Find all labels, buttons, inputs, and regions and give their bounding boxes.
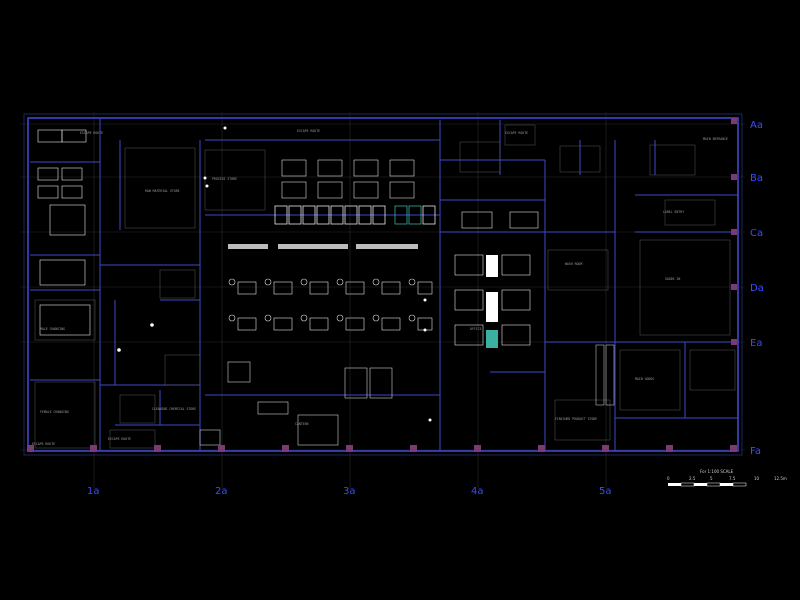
room-label: FEMALE CHANGING: [40, 410, 69, 414]
grid-row-label: Ba: [750, 173, 763, 184]
room-label: LABEL ENTRY: [663, 210, 684, 214]
rooms: [34, 124, 736, 449]
room-labels: ESCAPE ROUTE MAIN ENTRANCE RAW MATERIAL …: [32, 129, 728, 446]
equipment-lower: [199, 361, 393, 446]
room-label: CANTEEN: [295, 422, 309, 426]
grid-column-label: 4a: [471, 486, 484, 497]
grid-column-label: 2a: [215, 486, 228, 497]
grid-column-label: 3a: [343, 486, 356, 497]
desk-cluster-upper: [281, 159, 415, 199]
room-label: RAW MATERIAL STORE: [145, 189, 180, 193]
grid-column-label: 1a: [87, 486, 100, 497]
room-label: CLEANING CHEMICAL STORE: [152, 407, 196, 411]
desk-grid-center: [228, 278, 433, 331]
room-label: WASH ROOM: [565, 262, 582, 266]
outer-walls: [23, 113, 743, 456]
bench-row: [274, 205, 436, 225]
rack-row: [228, 244, 418, 249]
lab-center-strip: [486, 255, 498, 322]
grid-row-labels: Aa Ba Ca Da Ea Fa: [750, 120, 764, 457]
interior-walls: [30, 118, 738, 451]
room-label: MALE CHANGING: [40, 327, 65, 331]
grid-row-label: Da: [750, 283, 764, 294]
scale-bar-tick: 2.5: [689, 476, 696, 481]
scale-bar-tick: 12.5m: [774, 476, 787, 481]
changing-room-furniture: [37, 129, 91, 336]
room-label: OFFICE: [470, 327, 482, 331]
markers: [117, 126, 432, 422]
grid-column-label: 5a: [599, 486, 612, 497]
scale-bar: For 1:100 SCALE 0 2.5 5 7.5 10 12.5m: [667, 469, 787, 487]
room-label: ESCAPE ROUTE: [505, 131, 528, 135]
room-label: ESCAPE ROUTE: [297, 129, 320, 133]
grid-row-label: Ea: [750, 338, 762, 349]
scale-bar-tick: 7.5: [729, 476, 736, 481]
scale-bar-title: For 1:100 SCALE: [700, 469, 734, 474]
grid-row-label: Ca: [750, 228, 763, 239]
grid-column-labels: 1a 2a 3a 4a 5a: [87, 486, 612, 497]
room-label: GOODS IN: [665, 277, 680, 281]
grid-lines: [20, 112, 745, 488]
scale-bar-tick: 0: [667, 476, 670, 481]
room-label: MAIN ENTRANCE: [703, 137, 728, 141]
room-label: ESCAPE ROUTE: [80, 131, 103, 135]
grid-row-label: Aa: [750, 120, 763, 131]
room-label: PROCESS STORE: [212, 177, 237, 181]
room-label: MAIN GOODS: [635, 377, 654, 381]
scale-bar-tick: 5: [710, 476, 713, 481]
lab-accent-strip: [486, 330, 498, 348]
lab-benches: [454, 211, 539, 346]
room-label: FINISHED PRODUCT STORE: [555, 417, 597, 421]
lockers: [595, 344, 615, 406]
room-label: ESCAPE ROUTE: [108, 437, 131, 441]
column-markers: [27, 118, 737, 452]
scale-bar-tick: 10: [754, 476, 760, 481]
grid-row-label: Fa: [750, 446, 761, 457]
room-label: ESCAPE ROUTE: [32, 442, 55, 446]
